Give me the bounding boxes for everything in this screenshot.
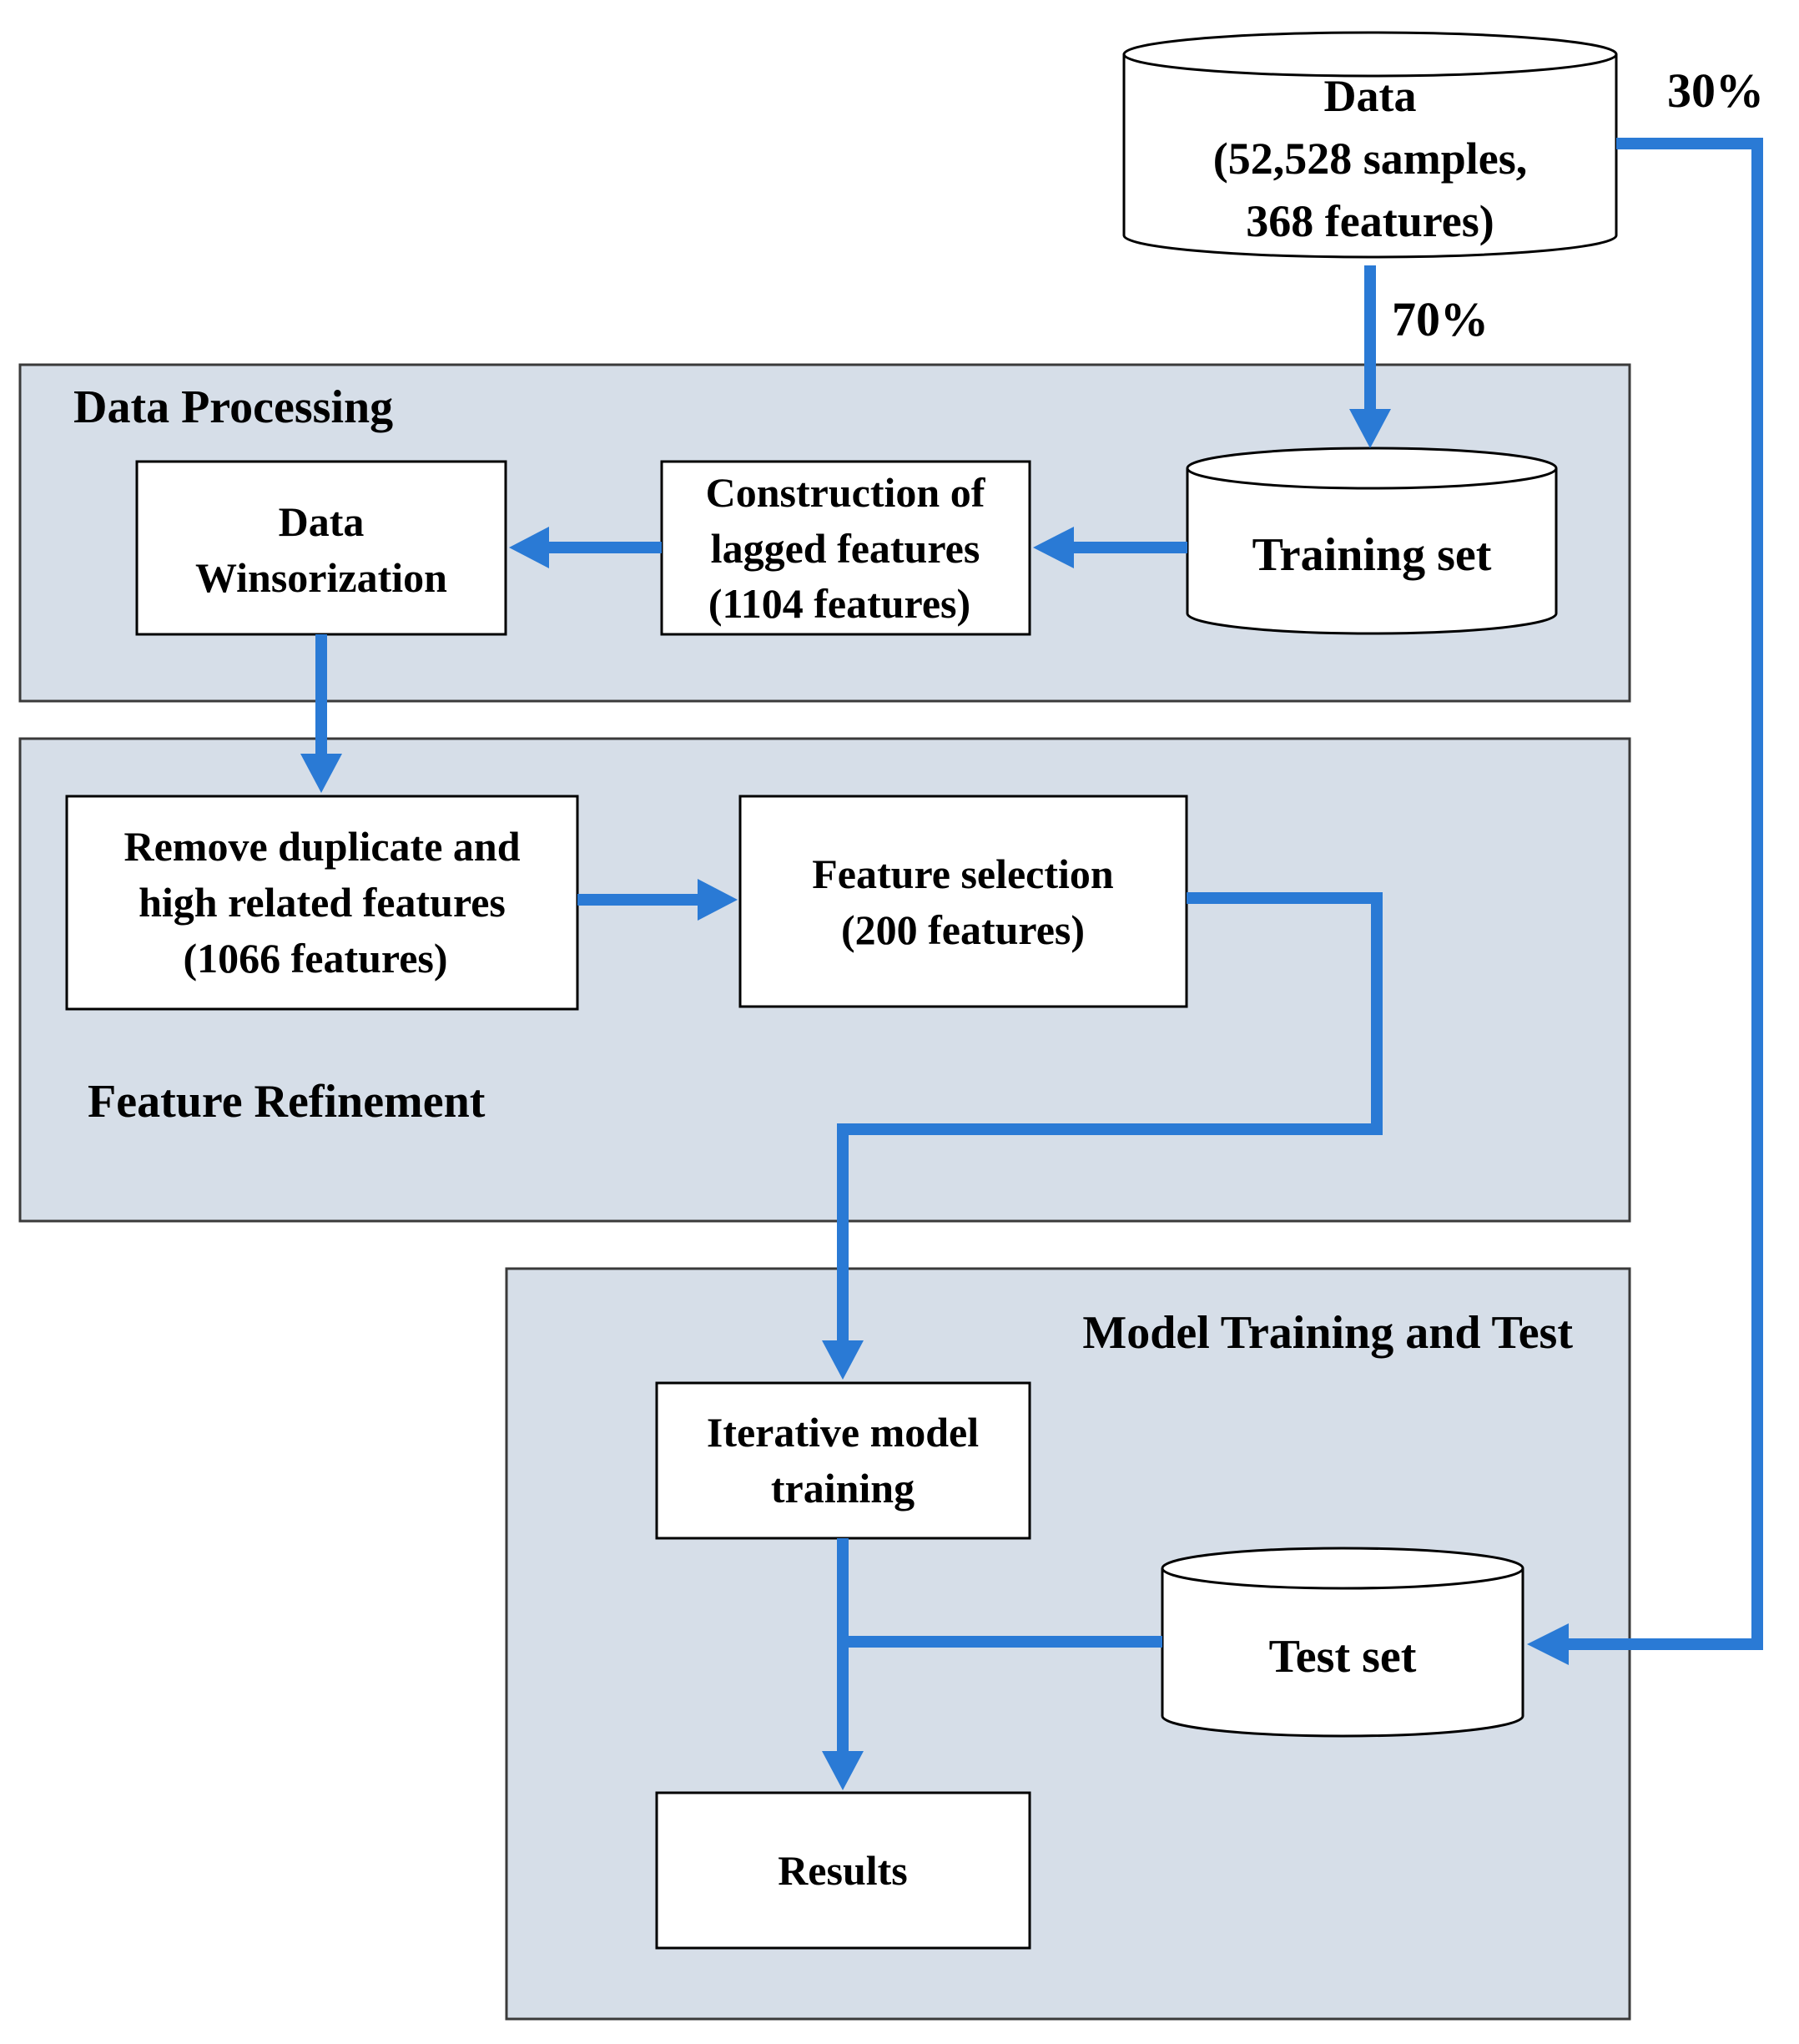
arrow-selection-to-training <box>837 892 1383 1342</box>
node-feature-selection-label-1: Feature selection <box>812 850 1114 897</box>
results-box: Results <box>655 1791 1031 1950</box>
training-set-cylinder: Training set <box>1186 447 1558 635</box>
node-winsorization-label-1: Data <box>279 498 365 545</box>
arrowhead-results <box>822 1751 864 1790</box>
arrowhead-remove-duplicate <box>300 754 342 793</box>
arrowhead-training-set <box>1349 409 1391 448</box>
node-iterative-training-label-1: Iterative model <box>707 1409 979 1456</box>
arrowhead-construction <box>1033 527 1074 568</box>
arrowhead-winsorization <box>509 527 549 568</box>
node-winsorization-label-2: Winsorization <box>195 554 447 601</box>
iterative-training-box: Iterative model training <box>655 1381 1031 1540</box>
node-iterative-training-label-2: training <box>771 1465 915 1512</box>
construction-lagged-features-box: Construction of lagged features (1104 fe… <box>660 460 1031 636</box>
edge-label-70-percent: 70% <box>1392 292 1489 346</box>
feature-selection-box: Feature selection (200 features) <box>738 795 1188 1008</box>
node-data-label-2: (52,528 samples, <box>1213 134 1528 184</box>
arrowhead-iterative-training <box>822 1340 864 1380</box>
arrow-data-to-test <box>1567 138 1763 1650</box>
data-source-cylinder: Data (52,528 samples, 368 features) <box>1122 31 1618 259</box>
panel-title-model-training: Model Training and Test <box>1082 1307 1573 1359</box>
node-remove-duplicate-label-2: high related features <box>139 879 506 926</box>
node-remove-duplicate-label-3: (1066 features) <box>183 935 447 982</box>
node-construction-label-1: Construction of <box>706 469 986 516</box>
edge-label-30-percent: 30% <box>1667 63 1764 118</box>
node-test-set-label: Test set <box>1269 1631 1417 1683</box>
panel-title-feature-refinement: Feature Refinement <box>88 1076 486 1128</box>
node-construction-label-3: (1104 features) <box>708 580 970 627</box>
node-data-label-1: Data <box>1324 71 1417 121</box>
node-results-label: Results <box>778 1847 908 1894</box>
remove-duplicate-box: Remove duplicate and high related featur… <box>65 795 579 1011</box>
node-remove-duplicate-label-1: Remove duplicate and <box>124 823 521 870</box>
panel-title-data-processing: Data Processing <box>73 381 393 433</box>
test-set-cylinder: Test set <box>1161 1547 1524 1738</box>
node-training-set-label: Training set <box>1252 529 1492 581</box>
data-winsorization-box: Data Winsorization <box>135 460 507 636</box>
arrowhead-test-set <box>1527 1623 1569 1665</box>
node-construction-label-2: lagged features <box>711 525 980 572</box>
node-feature-selection-label-2: (200 features) <box>841 906 1085 953</box>
arrowhead-feature-selection <box>698 879 738 921</box>
node-data-label-3: 368 features) <box>1246 196 1494 246</box>
